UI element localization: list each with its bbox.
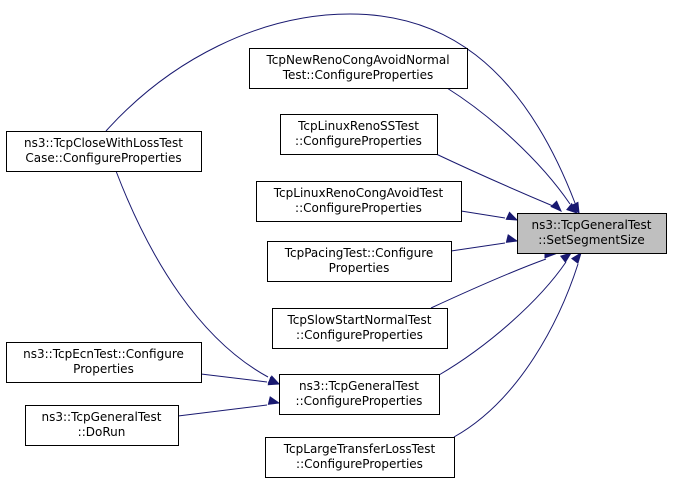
arrowhead-icon	[571, 251, 582, 265]
edge-pacing-to-target	[450, 234, 519, 252]
node-closewithloss[interactable]: ns3::TcpCloseWithLossTestCase::Configure…	[6, 131, 202, 172]
edge-generaldorun-to-generalconfigure	[177, 396, 281, 417]
node-label-line: Properties	[329, 261, 390, 275]
edge-linuxrenoss-to-target	[433, 152, 562, 212]
node-box	[6, 131, 202, 172]
node-label-line: TcpSlowStartNormalTest	[287, 313, 432, 327]
arrowhead-icon	[267, 396, 281, 405]
edge-line	[430, 258, 547, 309]
node-label-line: ::ConfigureProperties	[296, 328, 423, 342]
node-label-line: ::DoRun	[78, 425, 126, 439]
node-box	[265, 437, 455, 478]
node-label-line: ::ConfigureProperties	[296, 394, 423, 408]
node-box	[279, 374, 440, 415]
node-label-line: ns3::TcpGeneralTest	[41, 410, 161, 424]
node-box	[256, 181, 462, 222]
node-label-line: ::ConfigureProperties	[295, 134, 422, 148]
node-newrenonormal[interactable]: TcpNewRenoCongAvoidNormalTest::Configure…	[249, 48, 468, 89]
call-nodes: ns3::TcpGeneralTest::SetSegmentSizens3::…	[6, 48, 667, 478]
edge-line	[438, 261, 567, 376]
node-label-line: ::ConfigureProperties	[295, 201, 422, 215]
node-box	[280, 114, 438, 155]
node-label-line: ns3::TcpGeneralTest	[299, 379, 419, 393]
node-box	[6, 342, 202, 383]
node-label-line: Test::ConfigureProperties	[282, 68, 434, 82]
edge-ecntest-to-generalconfigure	[200, 373, 281, 385]
edge-line	[177, 404, 268, 417]
node-slowstartnormal[interactable]: TcpSlowStartNormalTest::ConfigurePropert…	[272, 308, 448, 349]
arrowhead-icon	[566, 202, 579, 214]
call-edges	[105, 13, 582, 438]
arrowhead-icon	[550, 200, 562, 212]
arrowhead-icon	[559, 252, 573, 263]
node-label-line: TcpLinuxRenoSSTest	[297, 119, 419, 133]
node-label-line: ::ConfigureProperties	[296, 457, 423, 471]
edge-generalconfigure-to-target	[438, 252, 573, 376]
node-label-line: ns3::TcpEcnTest::Configure	[23, 347, 184, 361]
edge-newrenonormal-to-target	[446, 87, 579, 214]
arrowhead-icon	[267, 375, 281, 385]
node-box	[249, 48, 468, 89]
edge-line	[453, 263, 579, 438]
node-generaldorun[interactable]: ns3::TcpGeneralTest::DoRun	[25, 405, 179, 446]
edge-line	[460, 210, 506, 219]
edge-line	[200, 373, 268, 383]
edge-linuxrenocongavoid-to-target	[460, 210, 519, 221]
node-target: ns3::TcpGeneralTest::SetSegmentSize	[517, 213, 667, 254]
node-largetransfer[interactable]: TcpLargeTransferLossTest::ConfigurePrope…	[265, 437, 455, 478]
edge-line	[115, 170, 269, 378]
node-box	[272, 308, 448, 349]
node-label-line: TcpLinuxRenoCongAvoidTest	[273, 186, 444, 200]
arrowhead-icon	[505, 211, 519, 221]
edge-line	[446, 87, 571, 205]
node-label-line: ns3::TcpCloseWithLossTest	[24, 136, 183, 150]
arrowhead-icon	[505, 234, 519, 243]
node-box	[267, 241, 452, 282]
edge-line	[105, 13, 576, 204]
node-label-line: ::SetSegmentSize	[538, 233, 644, 247]
node-linuxrenocongavoid[interactable]: TcpLinuxRenoCongAvoidTest::ConfigureProp…	[256, 181, 462, 222]
node-label-line: Case::ConfigureProperties	[25, 151, 181, 165]
node-box	[517, 213, 667, 254]
edge-line	[450, 242, 506, 252]
node-pacing[interactable]: TcpPacingTest::ConfigureProperties	[267, 241, 452, 282]
node-ecntest[interactable]: ns3::TcpEcnTest::ConfigureProperties	[6, 342, 202, 383]
node-generalconfigure[interactable]: ns3::TcpGeneralTest::ConfigureProperties	[279, 374, 440, 415]
edge-largetransfer-to-target	[453, 251, 582, 438]
node-label-line: ns3::TcpGeneralTest	[531, 218, 651, 232]
node-linuxrenoss[interactable]: TcpLinuxRenoSSTest::ConfigureProperties	[280, 114, 438, 155]
node-label-line: TcpPacingTest::Configure	[284, 246, 434, 260]
node-label-line: TcpLargeTransferLossTest	[283, 442, 436, 456]
edge-line	[433, 152, 554, 207]
node-box	[25, 405, 179, 446]
node-label-line: TcpNewRenoCongAvoidNormal	[265, 53, 449, 67]
node-label-line: Properties	[73, 362, 134, 376]
